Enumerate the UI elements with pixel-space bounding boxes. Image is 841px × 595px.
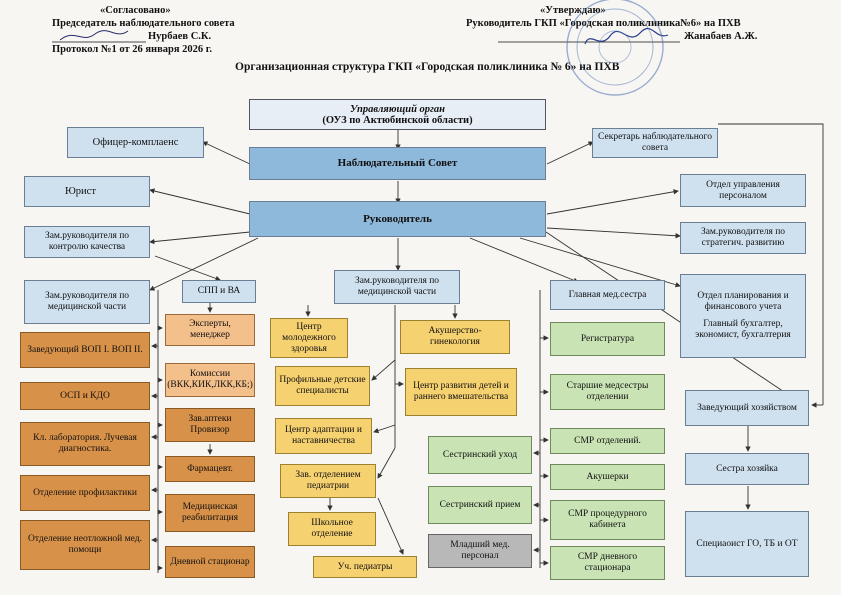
pharmacist-node: Фармацевт.	[165, 456, 255, 482]
school-department-node: Школьное отделение	[288, 512, 376, 546]
adaptation-center-node: Центр адаптации и наставничества	[275, 418, 372, 454]
day-hospital-node: Дневной стационар	[165, 546, 255, 578]
osp-kdo-node: ОСП и КДО	[20, 382, 150, 410]
agreed-name: Нурбаев С.К.	[148, 31, 212, 42]
finance-line1: Отдел планирования и финансового учета	[697, 291, 789, 312]
pediatrics-head-node: Зав. отделением педиатрии	[280, 464, 376, 498]
board-secretary-node: Секретарь наблюдательного совета	[592, 128, 718, 158]
child-development-node: Центр развития детей и раннего вмешатель…	[405, 368, 517, 416]
registry-node: Регистратура	[550, 322, 665, 356]
agreed-label: «Согласовано»	[100, 5, 171, 16]
finance-line2: Главный бухгалтер, экономист, бухгалтери…	[695, 319, 791, 340]
agreed-role: Председатель наблюдательного совета	[52, 18, 235, 29]
governing-body-line2: (ОУЗ по Актюбинской области)	[322, 114, 473, 126]
district-pediatricians-node: Уч. педиатры	[313, 556, 417, 578]
midwives-node: Акушерки	[550, 464, 665, 490]
director-node: Руководитель	[249, 201, 546, 237]
household-head-node: Заведующий хозяйством	[685, 390, 809, 426]
senior-nurses-node: Старшие медсестры отделении	[550, 374, 665, 410]
finance-department-node: Отдел планирования и финансового учета Г…	[680, 274, 806, 358]
head-nurse-node: Главная мед.сестра	[550, 280, 665, 310]
approved-role: Руководитель ГКП «Городская поликлиника№…	[466, 18, 741, 29]
pharmacy-head-node: Зав.аптеки Провизор	[165, 408, 255, 442]
laboratory-node: Кл. лаборатория. Лучевая диагностика.	[20, 422, 150, 466]
compliance-officer-node: Офицер-комплаенс	[67, 127, 204, 158]
deputy-medical-left-node: Зам.руководителя по медицинской части	[24, 280, 150, 324]
junior-staff-node: Младший мед. персонал	[428, 534, 532, 568]
experts-node: Эксперты, менеджер	[165, 314, 255, 346]
approved-name: Жанабаев А.Ж.	[684, 31, 758, 42]
deputy-quality-node: Зам.руководителя по контролю качества	[24, 226, 150, 258]
emergency-node: Отделение неотложной мед. помощи	[20, 520, 150, 570]
smr-departments-node: СМР отделений.	[550, 428, 665, 454]
supervisory-board-node: Наблюдательный Совет	[249, 147, 546, 180]
head-vop-node: Заведующий ВОП I. ВОП II.	[20, 332, 150, 368]
lawyer-node: Юрист	[24, 176, 150, 207]
youth-center-node: Центр молодежного здоровья	[270, 318, 348, 358]
smr-procedure-node: СМР процедурного кабинета	[550, 500, 665, 540]
commissions-node: Комиссии (ВКК,КИК,ЛКК,КБ;)	[165, 363, 255, 397]
governing-body-line1: Управляющий орган	[349, 103, 445, 115]
housekeeper-node: Сестра хозяйка	[685, 453, 809, 485]
hr-department-node: Отдел управления персоналом	[680, 174, 806, 207]
governing-body-node: Управляющий орган (ОУЗ по Актюбинской об…	[249, 99, 546, 130]
smr-day-hospital-node: СМР дневного стационара	[550, 546, 665, 580]
nursing-care-node: Сестринский уход	[428, 436, 532, 474]
protocol-line: Протокол №1 от 26 января 2026 г.	[52, 44, 213, 55]
obstetrics-node: Акушерство-гинекология	[400, 320, 510, 354]
page-title: Организационная структура ГКП «Городская…	[235, 61, 620, 73]
civil-defense-node: Специаоист ГО, ТБ и ОТ	[685, 511, 809, 577]
prevention-node: Отделение профилактики	[20, 475, 150, 511]
deputy-medical-center-node: Зам.руководителя по медицинской части	[334, 270, 460, 304]
pediatric-specialists-node: Профильные детские специалисты	[275, 366, 370, 406]
signature-left	[52, 27, 680, 45]
rehabilitation-node: Медицинская реабилитация	[165, 494, 255, 532]
stamp-seal	[566, 0, 664, 96]
spp-node: СПП и ВА	[182, 280, 256, 303]
deputy-strategy-node: Зам.руководителя по стратегич. развитию	[680, 222, 806, 254]
nursing-reception-node: Сестринский прием	[428, 486, 532, 524]
approved-label: «Утверждаю»	[540, 5, 606, 16]
